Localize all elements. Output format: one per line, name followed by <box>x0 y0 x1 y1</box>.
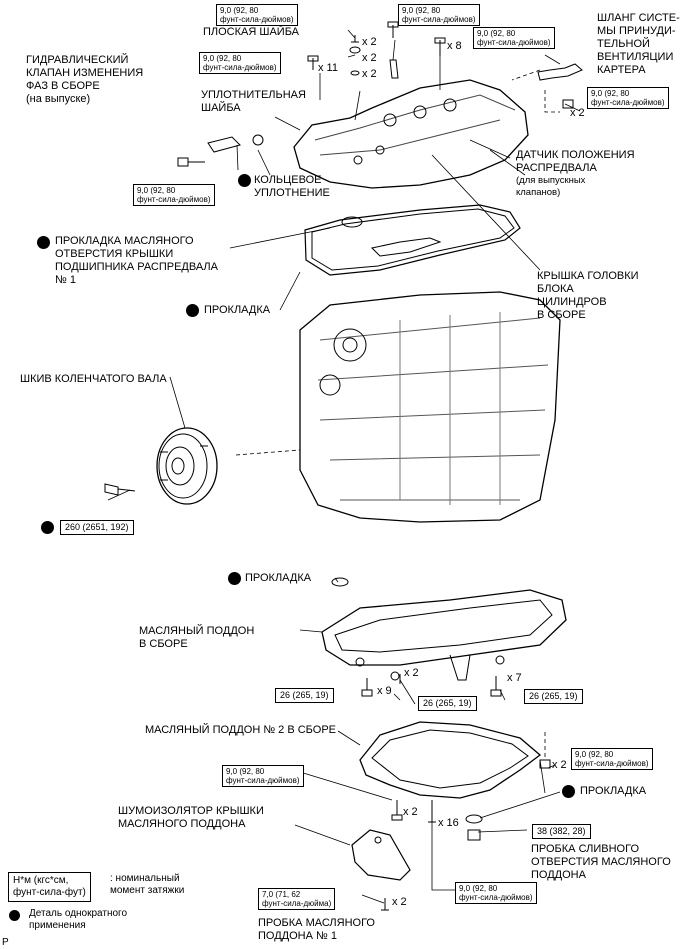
torque-box: 9,0 (92, 80 фунт-сила-дюймов) <box>571 748 653 770</box>
legend-nonreuse-label: Деталь однократного применения <box>29 908 128 931</box>
label-oil-control-valve: ГИДРАВЛИЧЕСКИЙ КЛАПАН ИЗМЕНЕНИЯ ФАЗ В СБ… <box>26 54 144 92</box>
torque-box: 9,0 (92, 80 фунт-сила-дюймов) <box>222 765 304 787</box>
nonreuse-marker <box>562 785 575 798</box>
engine-block <box>299 291 561 523</box>
torque-box: 9,0 (92, 80 фунт-сила-дюймов) <box>455 882 537 904</box>
quantity: x 2 <box>392 896 407 908</box>
quantity: x 9 <box>377 685 392 697</box>
quantity: x 11 <box>318 62 338 74</box>
quantity: x 2 <box>362 52 377 64</box>
quantity: x 2 <box>404 667 419 679</box>
corner-mark: P <box>2 937 9 948</box>
label-pcv-hose: ШЛАНГ СИСТЕ- МЫ ПРИНУДИ- ТЕЛЬНОЙ ВЕНТИЛЯ… <box>597 12 680 76</box>
label-o-ring: КОЛЬЦЕВОЕ УПЛОТНЕНИЕ <box>254 174 330 199</box>
label-cam-cap-gasket: ПРОКЛАДКА МАСЛЯНОГО ОТВЕРСТИЯ КРЫШКИ ПОД… <box>55 235 218 286</box>
torque-box: 26 (265, 19) <box>524 689 583 704</box>
label-flat-washer: ПЛОСКАЯ ШАЙБА <box>203 26 300 38</box>
torque-box: 7,0 (71, 62 фунт-сила-дюйма) <box>258 888 336 910</box>
torque-box: 9,0 (92, 80 фунт-сила-дюймов) <box>398 4 480 26</box>
label-crank-pulley: ШКИВ КОЛЕНЧАТОГО ВАЛА <box>20 373 167 385</box>
nonreuse-marker <box>37 236 50 249</box>
label-gasket-plug: ПРОКЛАДКА <box>580 785 647 797</box>
nonreuse-marker <box>41 521 54 534</box>
cover-gasket <box>304 204 521 276</box>
nonreuse-marker <box>238 174 251 187</box>
cylinder-head-cover <box>293 79 529 189</box>
legend-torque-desc: : номинальный момент затяжки <box>110 873 185 896</box>
label-head-cover: КРЫШКА ГОЛОВКИ БЛОКА ЦИЛИНДРОВ В СБОРЕ <box>537 270 639 321</box>
label-insulator: ШУМОИЗОЛЯТОР КРЫШКИ МАСЛЯНОГО ПОДДОНА <box>118 805 264 830</box>
oil-pan-2 <box>359 721 542 799</box>
label-oil-control-valve-note: (на выпуске) <box>26 93 91 105</box>
label-cam-sensor: ДАТЧИК ПОЛОЖЕНИЯ РАСПРЕДВАЛА <box>516 149 635 174</box>
label-pan-plug-1: ПРОБКА МАСЛЯНОГО ПОДДОНА № 1 <box>258 917 375 942</box>
torque-box: 9,0 (92, 80 фунт-сила-дюймов) <box>216 4 298 26</box>
torque-box: 9,0 (92, 80 фунт-сила-дюймов) <box>473 27 555 49</box>
torque-box: 38 (382, 28) <box>532 824 591 839</box>
torque-box: 9,0 (92, 80 фунт-сила-дюймов) <box>199 52 281 74</box>
nonreuse-marker <box>186 304 199 317</box>
label-drain-plug: ПРОБКА СЛИВНОГО ОТВЕРСТИЯ МАСЛЯНОГО ПОДД… <box>531 843 671 881</box>
legend-torque-box: Н*м (кгс*см, фунт-сила-фут) <box>8 872 91 902</box>
quantity: x 2 <box>362 36 377 48</box>
oil-pan <box>321 589 567 666</box>
quantity: x 2 <box>552 759 567 771</box>
label-gasket-cover: ПРОКЛАДКА <box>204 304 271 316</box>
label-cam-sensor-note: (для выпускных клапанов) <box>516 175 586 198</box>
torque-box: 9,0 (92, 80 фунт-сила-дюймов) <box>133 184 215 206</box>
label-oil-pan-2: МАСЛЯНЫЙ ПОДДОН № 2 В СБОРЕ <box>145 724 337 736</box>
insulator <box>351 829 411 881</box>
quantity: x 2 <box>570 107 585 119</box>
quantity: x 16 <box>438 817 459 829</box>
quantity: x 8 <box>447 40 462 52</box>
label-gasket-pan: ПРОКЛАДКА <box>245 572 312 584</box>
torque-box: 26 (265, 19) <box>418 696 477 711</box>
torque-box: 260 (2651, 192) <box>60 520 134 535</box>
crank-pulley <box>156 427 218 505</box>
quantity: x 7 <box>507 672 522 684</box>
quantity: x 2 <box>403 806 418 818</box>
torque-box: 9,0 (92, 80 фунт-сила-дюймов) <box>587 87 669 109</box>
label-seal-washer: УПЛОТНИТЕЛЬНАЯ ШАЙБА <box>201 89 306 114</box>
quantity: x 2 <box>362 68 377 80</box>
nonreuse-marker <box>228 572 241 585</box>
torque-box: 26 (265, 19) <box>275 688 334 703</box>
legend-nonreuse-dot <box>9 910 20 921</box>
label-oil-pan: МАСЛЯНЫЙ ПОДДОН В СБОРЕ <box>139 625 255 650</box>
